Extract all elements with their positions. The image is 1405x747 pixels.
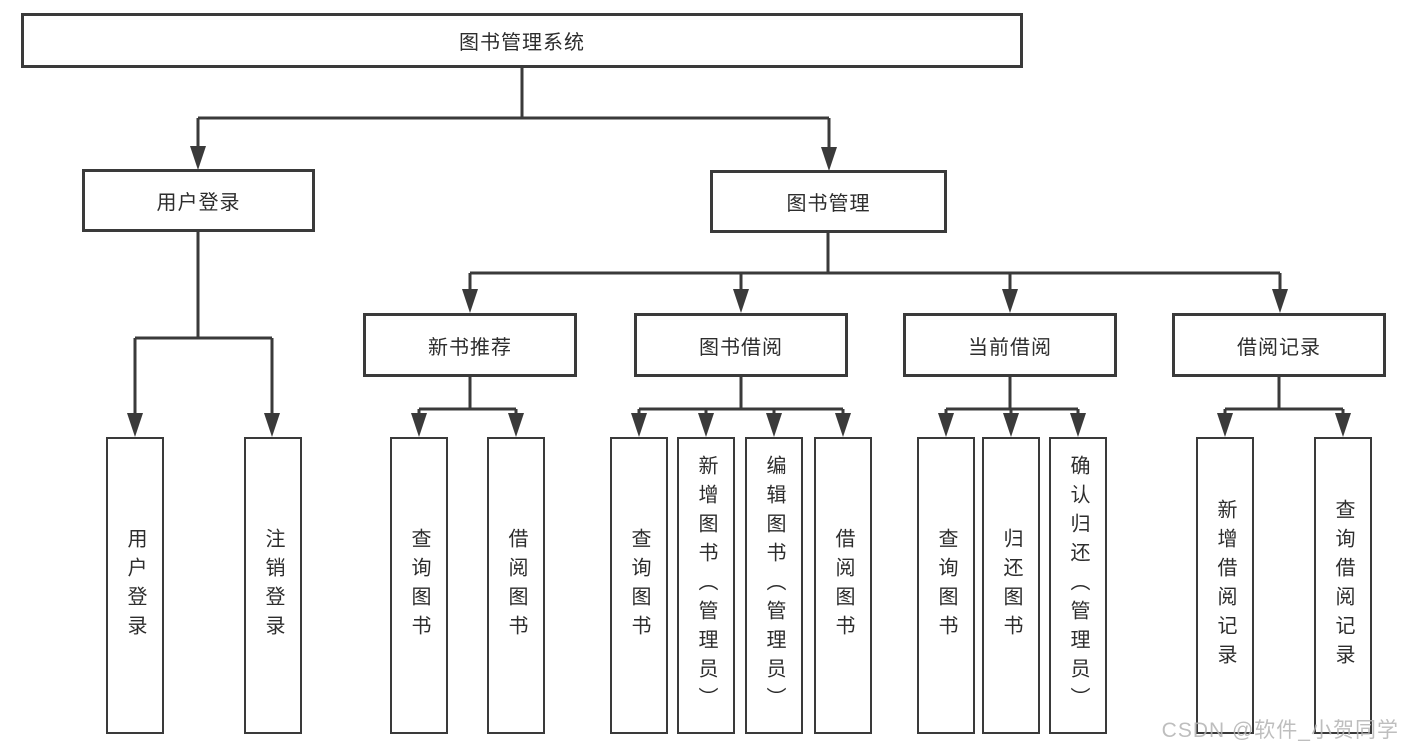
leaf-confirm-return-admin-label: 确认归还（管理员） [1067, 455, 1089, 716]
leaf-return-books-box: 归还图书 [982, 437, 1040, 734]
leaf-borrow-books-borrowing-box: 借阅图书 [814, 437, 872, 734]
leaf-add-borrow-record-box: 新增借阅记录 [1196, 437, 1254, 734]
leaf-edit-books-admin-label: 编辑图书（管理员） [763, 455, 785, 716]
csdn-watermark: CSDN @软件_小贺同学 [1161, 719, 1399, 742]
leaf-add-borrow-record-label: 新增借阅记录 [1214, 498, 1236, 673]
leaf-add-books-admin-box: 新增图书（管理员） [677, 437, 735, 734]
leaf-borrow-books-recommend-label: 借阅图书 [505, 527, 527, 644]
leaf-edit-books-admin-box: 编辑图书（管理员） [745, 437, 803, 734]
node-current-borrowing-box: 当前借阅 [903, 313, 1117, 377]
leaf-query-books-borrowing-box: 查询图书 [610, 437, 668, 734]
leaf-borrow-books-recommend-box: 借阅图书 [487, 437, 545, 734]
leaf-add-books-admin-label: 新增图书（管理员） [695, 455, 717, 716]
node-user-login-label: 用户登录 [156, 192, 241, 214]
node-book-borrowing-box: 图书借阅 [634, 313, 848, 377]
leaf-user-login-box: 用户登录 [106, 437, 164, 734]
leaf-query-books-current-box: 查询图书 [917, 437, 975, 734]
leaf-confirm-return-admin-box: 确认归还（管理员） [1049, 437, 1107, 734]
node-borrowing-records-box: 借阅记录 [1172, 313, 1386, 377]
leaf-query-borrow-record-box: 查询借阅记录 [1314, 437, 1372, 734]
node-new-book-recommend-label: 新书推荐 [428, 336, 512, 359]
arrowheads [127, 146, 1351, 437]
node-current-borrowing-label: 当前借阅 [968, 336, 1052, 359]
leaf-return-books-label: 归还图书 [1000, 527, 1022, 644]
node-root-label: 图书管理系统 [459, 32, 585, 54]
leaf-query-books-recommend-label: 查询图书 [408, 527, 430, 644]
node-user-login-box: 用户登录 [82, 169, 315, 232]
leaf-logout-label: 注销登录 [262, 527, 284, 644]
node-book-borrowing-label: 图书借阅 [699, 336, 783, 359]
node-new-book-recommend-box: 新书推荐 [363, 313, 577, 377]
leaf-borrow-books-borrowing-label: 借阅图书 [832, 527, 854, 644]
leaf-logout-box: 注销登录 [244, 437, 302, 734]
leaf-query-books-current-label: 查询图书 [935, 527, 957, 644]
node-book-management-label: 图书管理 [786, 193, 871, 215]
leaf-query-books-borrowing-label: 查询图书 [628, 527, 650, 644]
leaf-query-borrow-record-label: 查询借阅记录 [1332, 498, 1354, 673]
node-borrowing-records-label: 借阅记录 [1237, 336, 1321, 359]
leaf-query-books-recommend-box: 查询图书 [390, 437, 448, 734]
node-root-box: 图书管理系统 [21, 13, 1023, 68]
node-book-management-box: 图书管理 [710, 170, 947, 233]
leaf-user-login-label: 用户登录 [124, 527, 146, 644]
